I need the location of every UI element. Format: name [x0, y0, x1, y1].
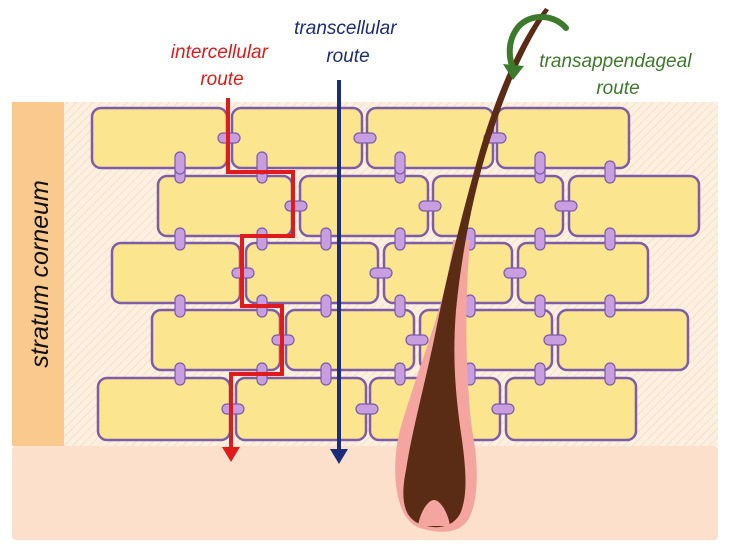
lipid-junction — [534, 227, 546, 251]
lipid-junction — [543, 334, 567, 346]
corneocyte-cell — [365, 106, 495, 170]
corneocyte-cell — [495, 106, 631, 170]
lipid-junction — [284, 200, 308, 212]
transcellular-label: transcellular route — [294, 18, 402, 67]
lipid-junction — [604, 294, 616, 318]
transcellular-arrowhead — [330, 449, 348, 464]
lipid-junctions — [174, 132, 616, 415]
intercellular-arrowhead — [222, 447, 240, 462]
corneocyte-cell — [556, 308, 690, 372]
lipid-junction — [256, 227, 268, 251]
corneocyte-cell — [284, 308, 416, 372]
corneocyte-cell — [230, 106, 364, 170]
corneocyte-cell — [567, 174, 701, 238]
lipid-junction — [353, 132, 377, 144]
corneocyte-cell — [504, 376, 638, 442]
lipid-junction — [394, 294, 406, 318]
lipid-junction — [320, 294, 332, 318]
corneocyte-cell — [244, 241, 380, 305]
corneocyte-cell — [96, 376, 232, 442]
corneocyte-cell — [90, 106, 229, 170]
transcellular-route-path — [330, 80, 348, 464]
lower-skin-layer — [12, 446, 718, 540]
corneocyte-cell — [298, 174, 430, 238]
lipid-junction — [534, 151, 546, 175]
lipid-junction — [174, 294, 186, 318]
hair-shaft — [403, 8, 549, 528]
corneocyte-cell — [110, 241, 242, 305]
transappendageal-label: transappendageal route — [539, 51, 696, 99]
corneocyte-cell — [516, 241, 650, 305]
lipid-junction — [604, 227, 616, 251]
lipid-junction — [174, 151, 186, 175]
lipid-junction — [604, 362, 616, 386]
hair-follicle — [395, 8, 549, 532]
lipid-junction — [503, 267, 527, 279]
transappendageal-route-arrow — [503, 13, 569, 80]
intercellular-label: intercellular route — [171, 42, 273, 90]
lipid-junction — [554, 200, 578, 212]
lipid-junction — [394, 227, 406, 251]
intercellular-route-path — [222, 98, 295, 462]
lipid-junction — [320, 362, 332, 386]
layer-label: stratum corneum — [26, 180, 54, 368]
lipid-junction — [491, 403, 515, 415]
lipid-junction — [604, 160, 616, 184]
lipid-junction — [394, 151, 406, 175]
corneocyte-cell — [431, 174, 565, 238]
lipid-junction — [534, 362, 546, 386]
hair-bulb-papilla — [418, 500, 450, 526]
lipid-junction — [394, 362, 406, 386]
lipid-junction — [369, 267, 393, 279]
lipid-junction — [355, 403, 379, 415]
corneocyte-cell — [156, 174, 294, 238]
layer-label-box — [12, 102, 64, 446]
lipid-junction — [174, 227, 186, 251]
lipid-junction — [534, 294, 546, 318]
lipid-junction — [320, 227, 332, 251]
lipid-junction — [418, 200, 442, 212]
lipid-junction — [405, 334, 429, 346]
corneocyte-cell — [234, 376, 368, 442]
lipid-junction — [174, 362, 186, 386]
corneocyte-cell — [150, 308, 282, 372]
